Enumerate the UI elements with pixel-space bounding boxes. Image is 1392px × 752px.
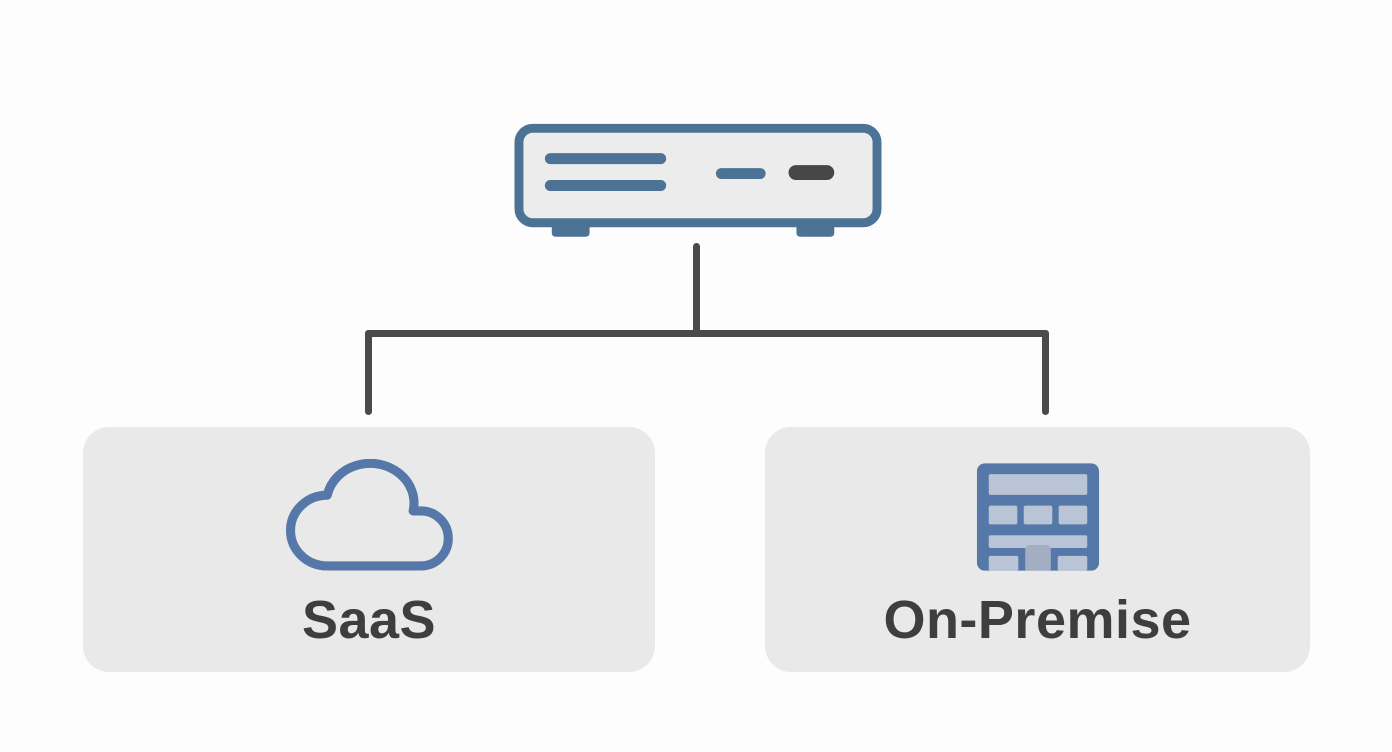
saas-label: SaaS	[301, 590, 437, 650]
server-led-bar	[715, 168, 766, 180]
server-slot-bar-1	[544, 153, 667, 165]
on-premise-label: On-Premise	[883, 590, 1192, 650]
server-body	[514, 123, 882, 228]
building-door	[1024, 545, 1051, 571]
server-foot-left	[551, 222, 590, 237]
building-window-bottom-right	[1057, 555, 1087, 571]
server-slot-bar-2	[544, 180, 667, 191]
building-window-mid-2	[1023, 505, 1052, 525]
server-appliance-icon	[514, 122, 882, 242]
connector-stem	[693, 243, 700, 337]
building-window-band	[988, 535, 1087, 549]
connector-left-drop	[365, 330, 372, 415]
server-power-bar	[788, 165, 835, 181]
building-svg	[976, 463, 1099, 571]
cloud-svg	[285, 459, 453, 571]
server-foot-right	[796, 222, 835, 237]
connector-horizontal	[365, 330, 1049, 337]
building-window-mid-3	[1058, 505, 1087, 525]
building-window-mid-1	[988, 505, 1017, 525]
building-window-bottom-left	[988, 555, 1018, 571]
building-window-top	[988, 474, 1087, 495]
building-icon	[974, 453, 1102, 581]
connector-right-drop	[1042, 330, 1049, 415]
cloud-icon	[285, 453, 453, 581]
option-card-on-premise[interactable]: On-Premise	[765, 427, 1310, 672]
server-appliance-svg	[514, 123, 882, 237]
option-card-saas[interactable]: SaaS	[83, 427, 655, 672]
